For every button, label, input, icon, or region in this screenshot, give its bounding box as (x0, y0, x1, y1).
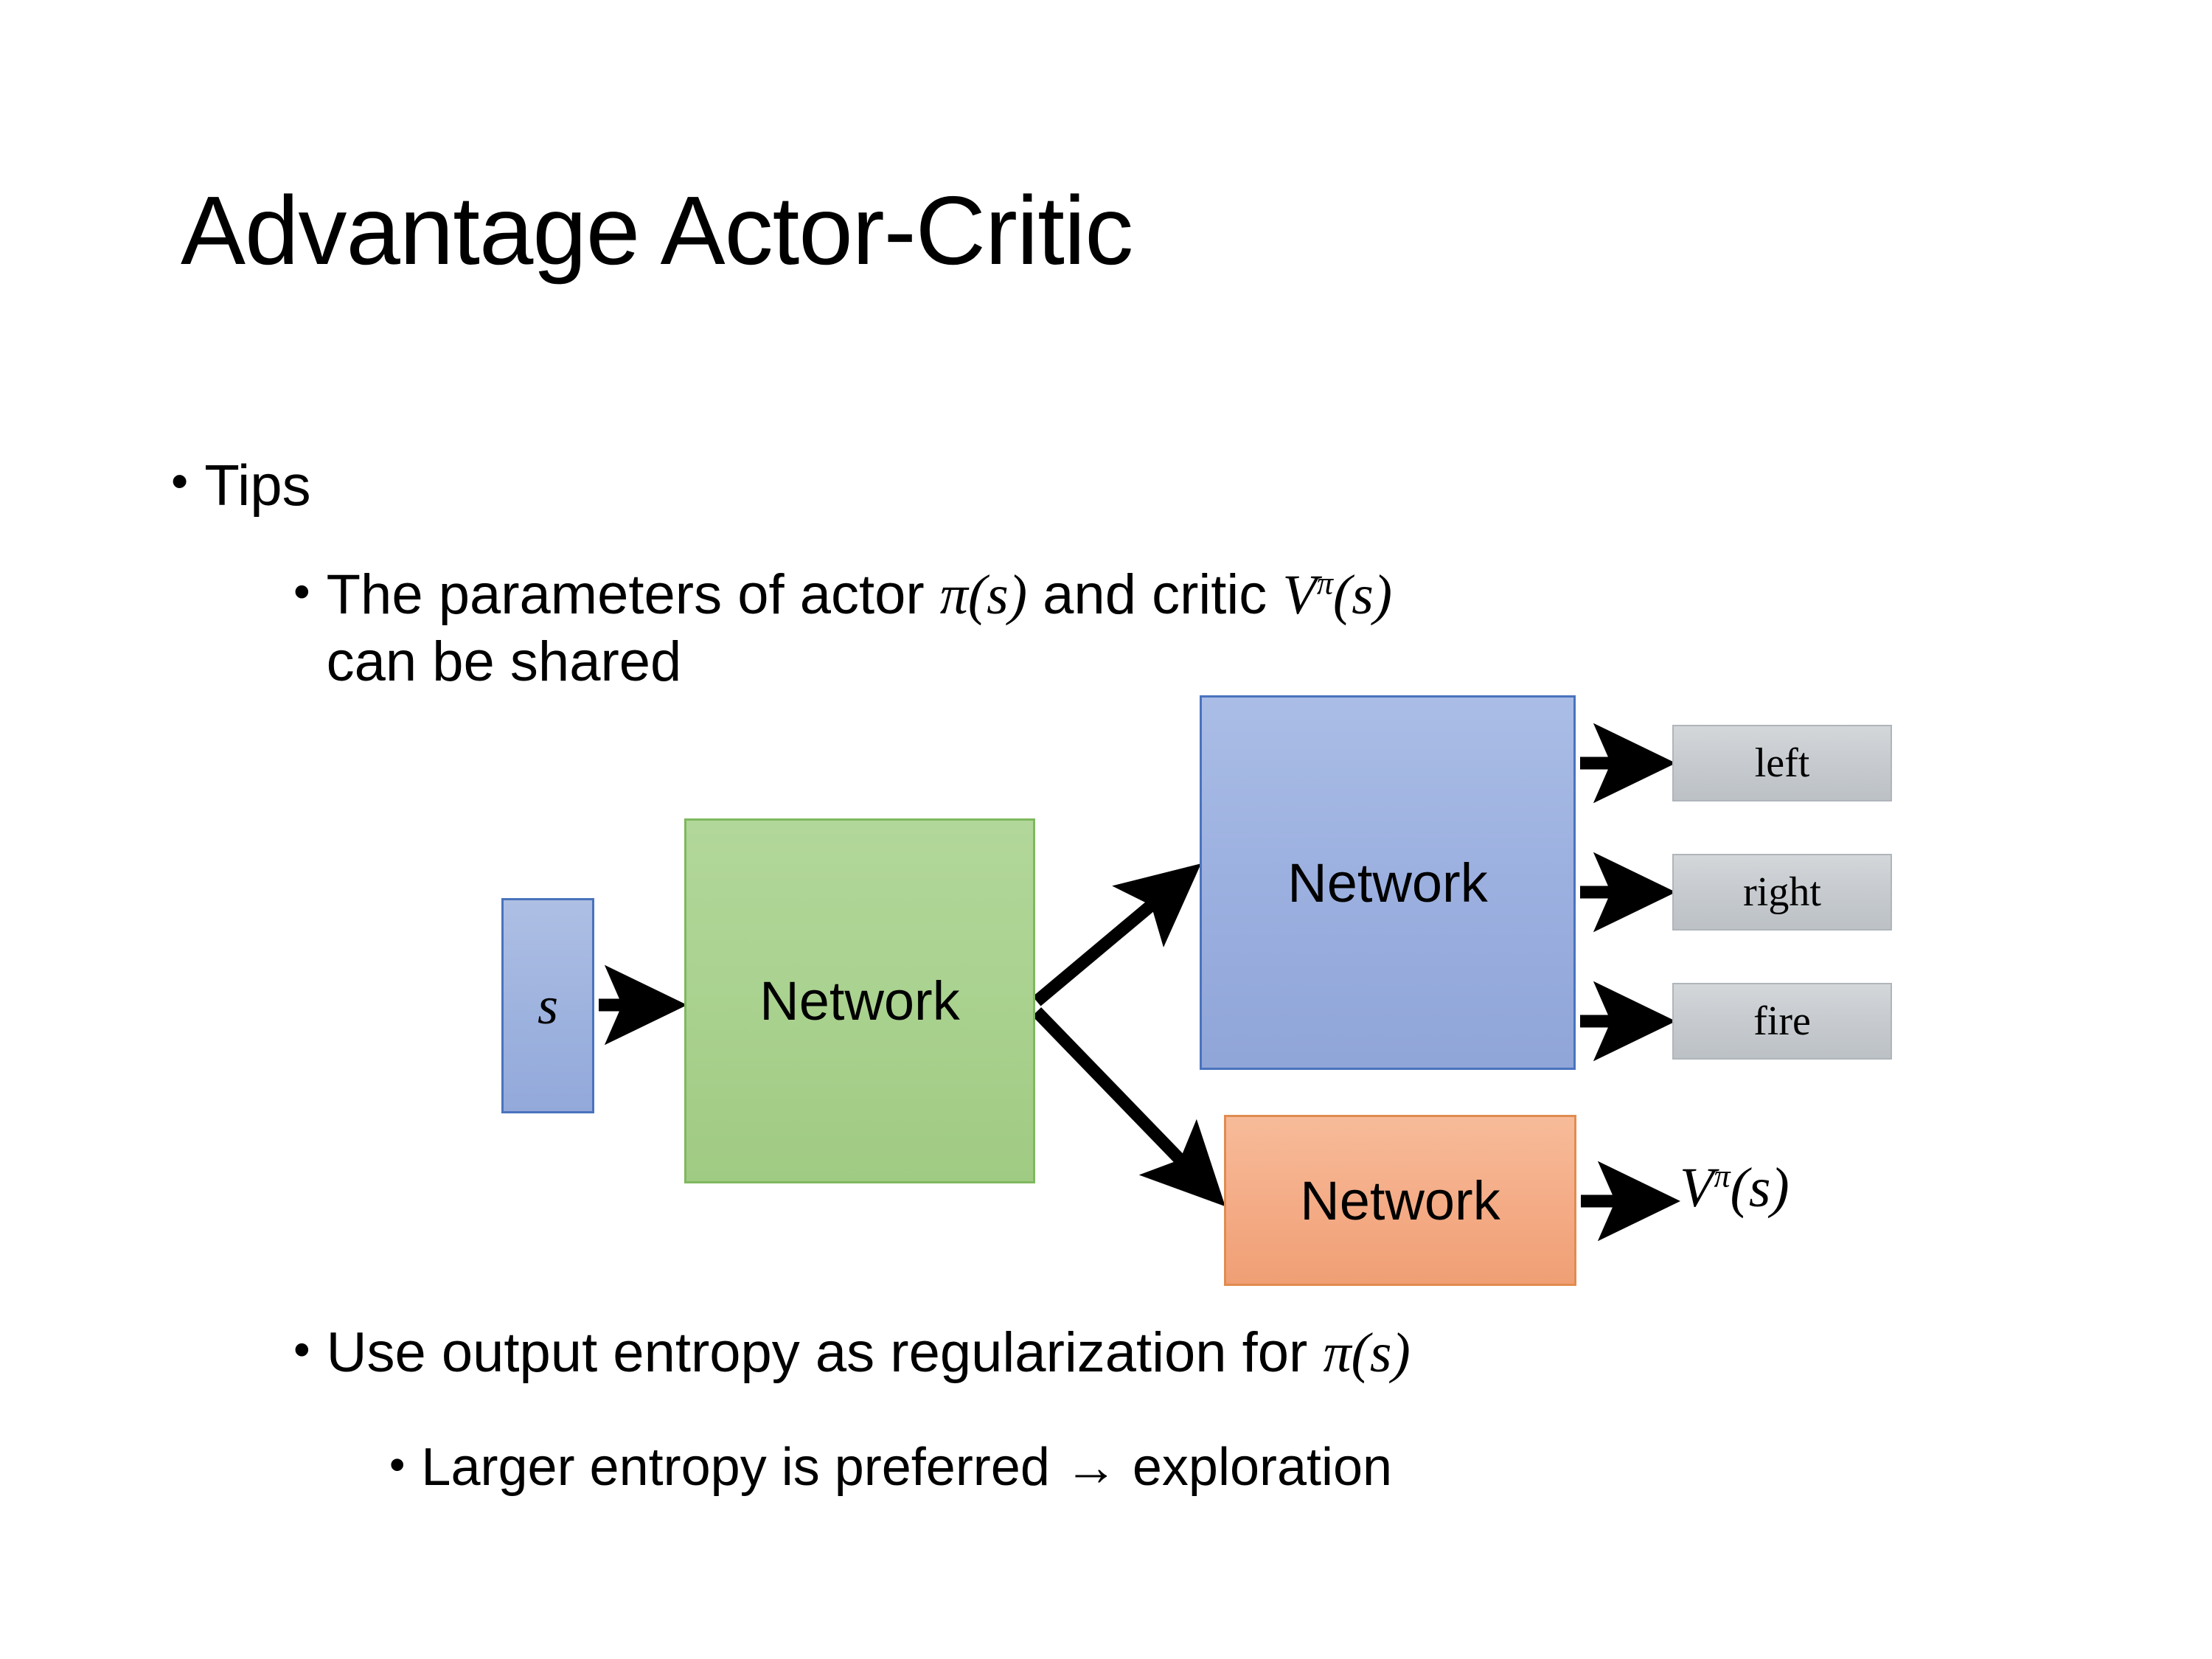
params-text-line2: can be shared (326, 630, 682, 693)
action-label-left: left (1754, 740, 1810, 786)
bullet-marker-icon: • (171, 454, 189, 509)
bullet-larger-entropy: • Larger entropy is preferred → explorat… (389, 1436, 1392, 1499)
critic-symbol-superscript: π (1316, 565, 1333, 602)
bullet-parameters-label: The parameters of actor π(s) and critic … (327, 562, 2081, 695)
actor-network-node: Network (1200, 695, 1576, 1070)
bullet-entropy-label: Use output entropy as regularization for… (327, 1320, 1411, 1387)
shared-network-node: Network (684, 818, 1035, 1183)
critic-output-argument: (s) (1730, 1157, 1790, 1219)
critic-output-superscript: π (1714, 1158, 1731, 1194)
bullet-marker-icon: • (293, 565, 310, 618)
arrow-shared-to-actor (1032, 863, 1202, 1006)
action-box-fire: fire (1672, 983, 1892, 1060)
bullet-marker-icon: • (293, 1323, 310, 1376)
state-input-label: s (537, 975, 559, 1035)
critic-output-label: Vπ(s) (1680, 1156, 1790, 1220)
bullet-larger-label: Larger entropy is preferred → exploratio… (421, 1438, 1393, 1497)
actor-symbol: π(s) (939, 564, 1028, 626)
params-text-lead: The parameters of actor (326, 563, 940, 626)
critic-network-label: Network (1300, 1169, 1500, 1231)
policy-symbol: π(s) (1323, 1322, 1411, 1384)
critic-symbol-argument: (s) (1332, 564, 1393, 626)
critic-output-base: V (1680, 1157, 1714, 1219)
shared-network-label: Network (759, 970, 960, 1032)
entropy-text-lead: Use output entropy as regularization for (326, 1321, 1324, 1384)
bullet-parameters-shared: • The parameters of actor π(s) and criti… (293, 562, 2081, 695)
bullet-marker-icon: • (389, 1439, 406, 1489)
critic-symbol: Vπ(s) (1282, 564, 1392, 626)
action-label-right: right (1743, 869, 1821, 915)
action-box-right: right (1672, 854, 1892, 931)
actor-network-label: Network (1287, 852, 1488, 914)
bullet-entropy-regularization: • Use output entropy as regularization f… (293, 1320, 1411, 1387)
state-input-node: s (501, 898, 594, 1113)
action-label-fire: fire (1753, 998, 1811, 1044)
params-text-middle: and critic (1027, 563, 1283, 626)
bullet-tips-label: Tips (204, 453, 311, 518)
arrow-shared-to-critic (1032, 1007, 1225, 1207)
critic-network-node: Network (1224, 1115, 1576, 1286)
bullet-tips: • Tips (171, 451, 311, 519)
page-title: Advantage Actor-Critic (181, 176, 1133, 285)
action-box-left: left (1672, 725, 1892, 801)
critic-symbol-base: V (1282, 564, 1317, 626)
